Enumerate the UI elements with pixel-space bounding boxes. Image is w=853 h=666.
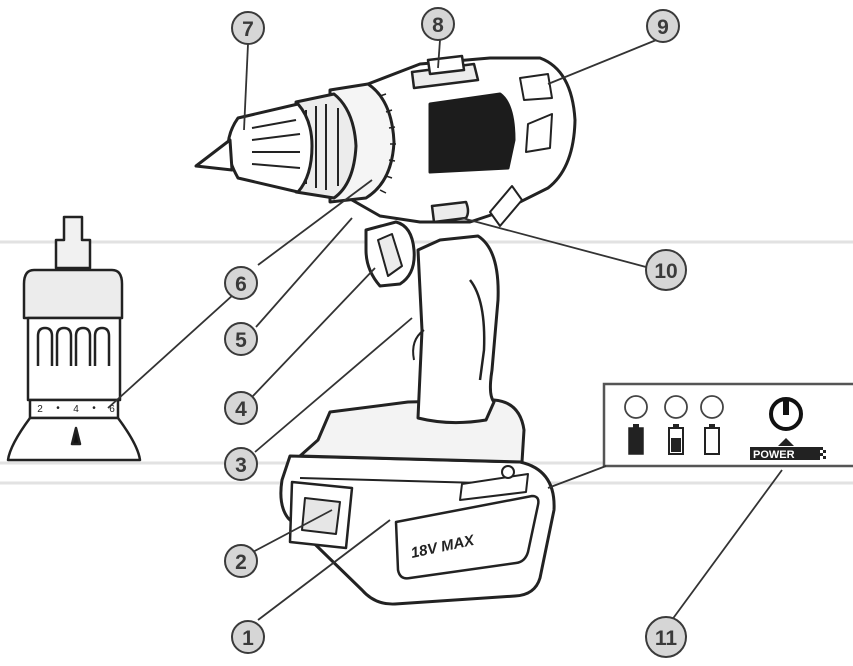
callout-5: [224, 322, 258, 356]
callout-1: [231, 620, 265, 654]
indicator-panel: POWER: [602, 382, 853, 468]
battery-empty-icon: [704, 427, 720, 455]
chuck-detail: [6, 215, 142, 462]
chuck-tip: [194, 138, 234, 172]
battery-full-icon: [628, 427, 644, 455]
callout-1-number: 1: [242, 627, 254, 650]
chuck-scale-2: 2: [37, 404, 43, 415]
chuck-scale-4: 4: [73, 404, 79, 415]
callout-10-number: 10: [654, 260, 677, 283]
power-label: POWER: [753, 449, 795, 461]
callout-5-number: 5: [235, 329, 247, 352]
callout-8: [421, 7, 455, 41]
callout-markers: [224, 7, 687, 658]
handle: [416, 234, 500, 425]
callout-11: [645, 616, 687, 658]
led-indicator: [624, 395, 648, 419]
drill: [194, 54, 577, 606]
callout-6-inset: [224, 266, 258, 300]
callout-3: [224, 447, 258, 481]
callout-labels: 1 2 3 4 5 6 7 8 9 10 11: [235, 14, 678, 650]
callout-2-number: 2: [235, 551, 247, 574]
leader-lines: [107, 31, 783, 629]
chuck: [226, 102, 314, 194]
callout-9-number: 9: [657, 16, 669, 39]
callout-11-number: 11: [655, 627, 678, 650]
chuck-scale-dot: •: [92, 403, 96, 414]
callout-2: [224, 544, 258, 578]
arrow-up-icon: [778, 438, 794, 446]
callout-7-number: 7: [242, 18, 254, 41]
callout-8-number: 8: [432, 14, 444, 37]
direction-switch: [430, 200, 470, 224]
callout-10: [645, 249, 687, 291]
chuck-scale-6: 6: [109, 404, 115, 415]
callout-3-number: 3: [235, 454, 247, 477]
battery-label-plate: [394, 494, 540, 580]
callout-4: [224, 391, 258, 425]
callout-9: [646, 9, 680, 43]
led-indicator: [664, 395, 688, 419]
led-indicator: [700, 395, 724, 419]
callout-6-number: 6: [235, 273, 247, 296]
chuck-scale-dot: •: [56, 403, 60, 414]
callout-7: [231, 11, 265, 45]
callout-4-number: 4: [235, 398, 247, 421]
